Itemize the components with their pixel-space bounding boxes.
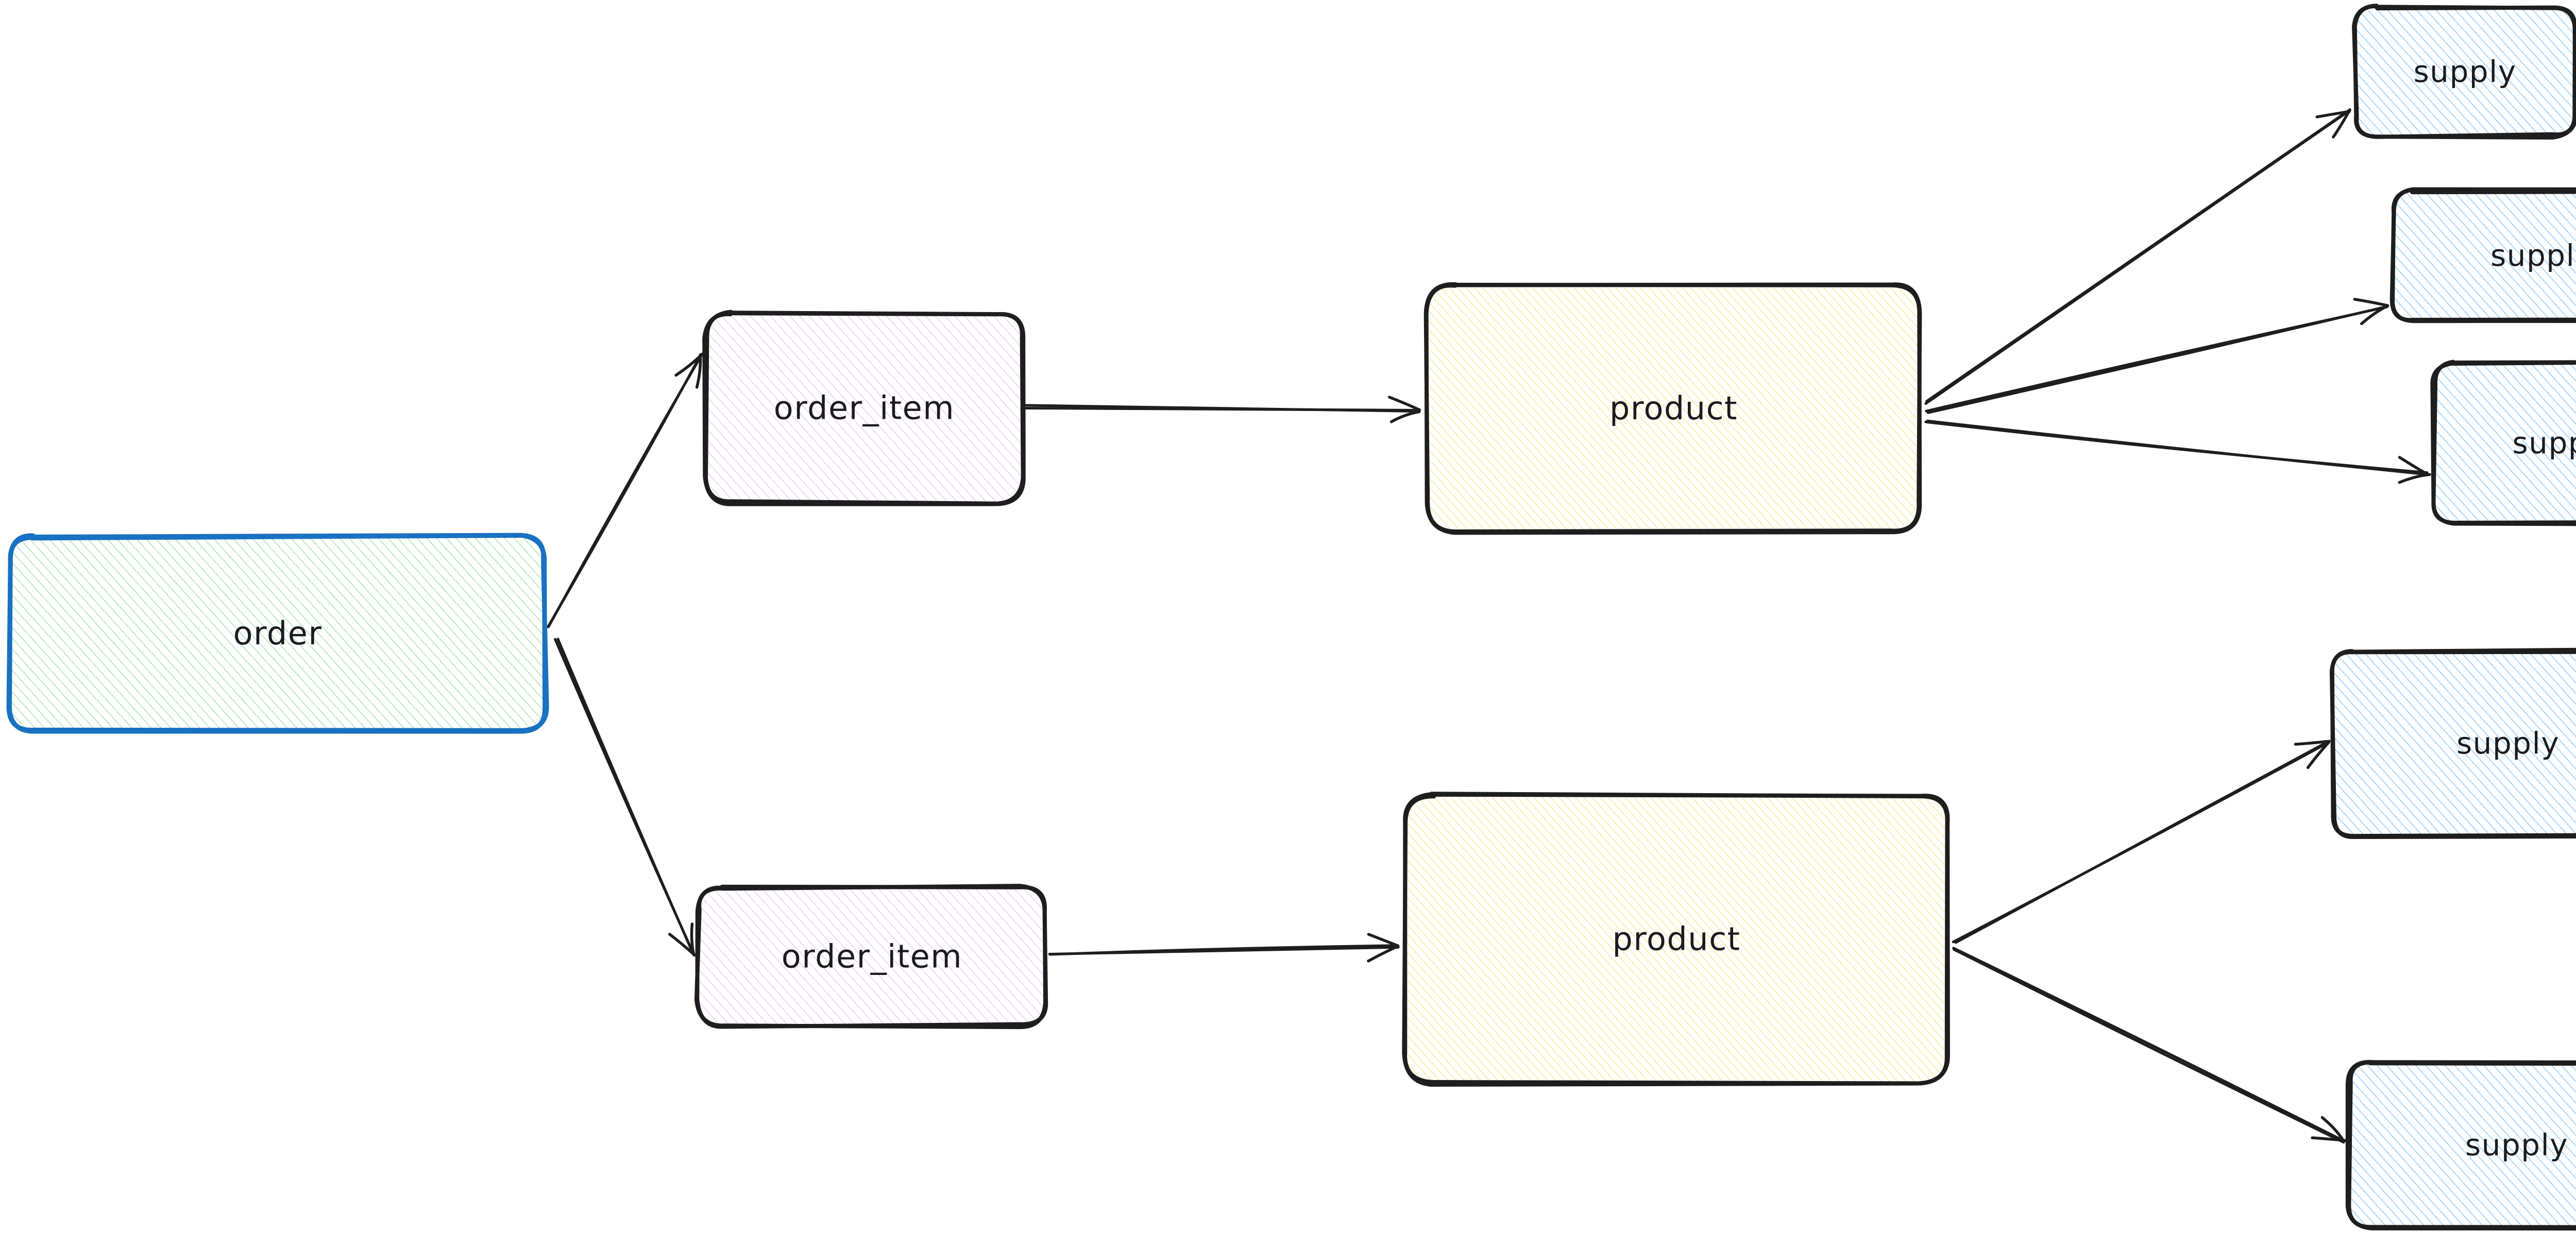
edge-stroke — [1048, 946, 1400, 955]
node-outline — [2391, 187, 2576, 323]
node-fill — [1403, 795, 1949, 1083]
node-outline — [1423, 282, 1922, 534]
node-fill — [705, 312, 1023, 503]
edge-stroke — [1024, 406, 1420, 412]
node-fill — [1428, 284, 1921, 533]
node-supply_3[interactable]: supply — [2430, 359, 2576, 526]
node-fill — [698, 886, 1046, 1027]
edge-product_top-to-supply_1 — [1924, 108, 2351, 405]
edge-stroke — [554, 638, 696, 957]
edge-product_top-to-supply_2 — [1925, 298, 2389, 414]
edge-product_bottom-to-supply_4 — [1952, 740, 2331, 944]
node-fill — [2348, 1061, 2576, 1228]
edge-stroke — [547, 352, 704, 628]
edge-stroke — [1925, 109, 2350, 403]
edge-stroke — [1952, 947, 2346, 1142]
edges-layer — [547, 108, 2431, 1144]
node-fill — [2332, 649, 2576, 837]
node-outline — [1403, 792, 1950, 1086]
node-label-supply_2: supply — [2490, 238, 2576, 273]
node-supply_1[interactable]: supply — [2352, 4, 2576, 140]
node-fill — [2433, 362, 2576, 524]
edge-stroke — [1926, 305, 2389, 414]
node-outline — [2345, 1060, 2576, 1231]
nodes-layer: orderorder_itemorder_itemproductproducts… — [6, 4, 2576, 1231]
node-supply_5[interactable]: supply — [2345, 1060, 2576, 1231]
edge-stroke — [1952, 948, 2345, 1144]
node-outline — [2352, 4, 2576, 140]
node-fill — [2354, 7, 2575, 137]
arrowhead-barb — [2306, 741, 2330, 769]
node-fill — [10, 536, 546, 730]
node-label-order: order — [233, 614, 323, 652]
arrowhead-barb — [674, 353, 703, 377]
node-label-supply_3: supply — [2512, 425, 2576, 460]
arrowhead-barb — [1389, 410, 1421, 423]
node-outline — [2431, 359, 2576, 525]
node-order[interactable]: order — [6, 533, 549, 734]
arrowhead-barb — [2320, 1116, 2345, 1142]
node-outline — [7, 533, 548, 734]
node-order_item_top[interactable]: order_item — [702, 310, 1026, 506]
arrowhead-barb — [2398, 456, 2429, 476]
edge-order-to-order_item_bottom — [554, 638, 696, 957]
edge-product_bottom-to-supply_5 — [1952, 947, 2347, 1144]
edge-order_item_top-to-product_top — [1024, 396, 1421, 423]
node-supply_4[interactable]: supply — [2329, 647, 2576, 840]
arrowhead-barb — [2294, 740, 2329, 746]
node-supply_2[interactable]: supply — [2389, 187, 2576, 323]
node-label-order_item_top: order_item — [774, 389, 955, 427]
edge-order-to-order_item_top — [547, 352, 704, 628]
arrowhead-barb — [1367, 933, 1400, 948]
node-product_bottom[interactable]: product — [1402, 792, 1950, 1087]
node-label-supply_5: supply — [2465, 1127, 2568, 1162]
node-label-supply_4: supply — [2456, 726, 2560, 761]
node-outline — [694, 884, 1048, 1030]
arrowhead-barb — [2360, 304, 2389, 326]
node-product_top[interactable]: product — [1423, 282, 1922, 535]
node-label-product_top: product — [1609, 389, 1738, 427]
arrowhead-barb — [2398, 473, 2431, 484]
edge-stroke — [1924, 420, 2429, 474]
edge-product_top-to-supply_3 — [1924, 419, 2431, 484]
arrowhead-barb — [690, 922, 696, 956]
arrowhead-barb — [2353, 298, 2389, 307]
node-outline — [704, 310, 1025, 506]
arrowhead-barb — [1367, 945, 1399, 963]
node-order_item_bottom[interactable]: order_item — [694, 884, 1048, 1030]
edge-stroke — [1952, 741, 2330, 944]
node-outline — [2329, 647, 2576, 840]
node-label-order_item_bottom: order_item — [782, 938, 962, 975]
edge-order_item_bottom-to-product_bottom — [1048, 933, 1400, 963]
node-label-product_bottom: product — [1613, 920, 1741, 958]
arrowhead-barb — [1388, 396, 1421, 412]
arrowhead-barb — [2315, 110, 2351, 118]
node-fill — [2392, 191, 2576, 321]
node-label-supply_1: supply — [2413, 54, 2516, 89]
